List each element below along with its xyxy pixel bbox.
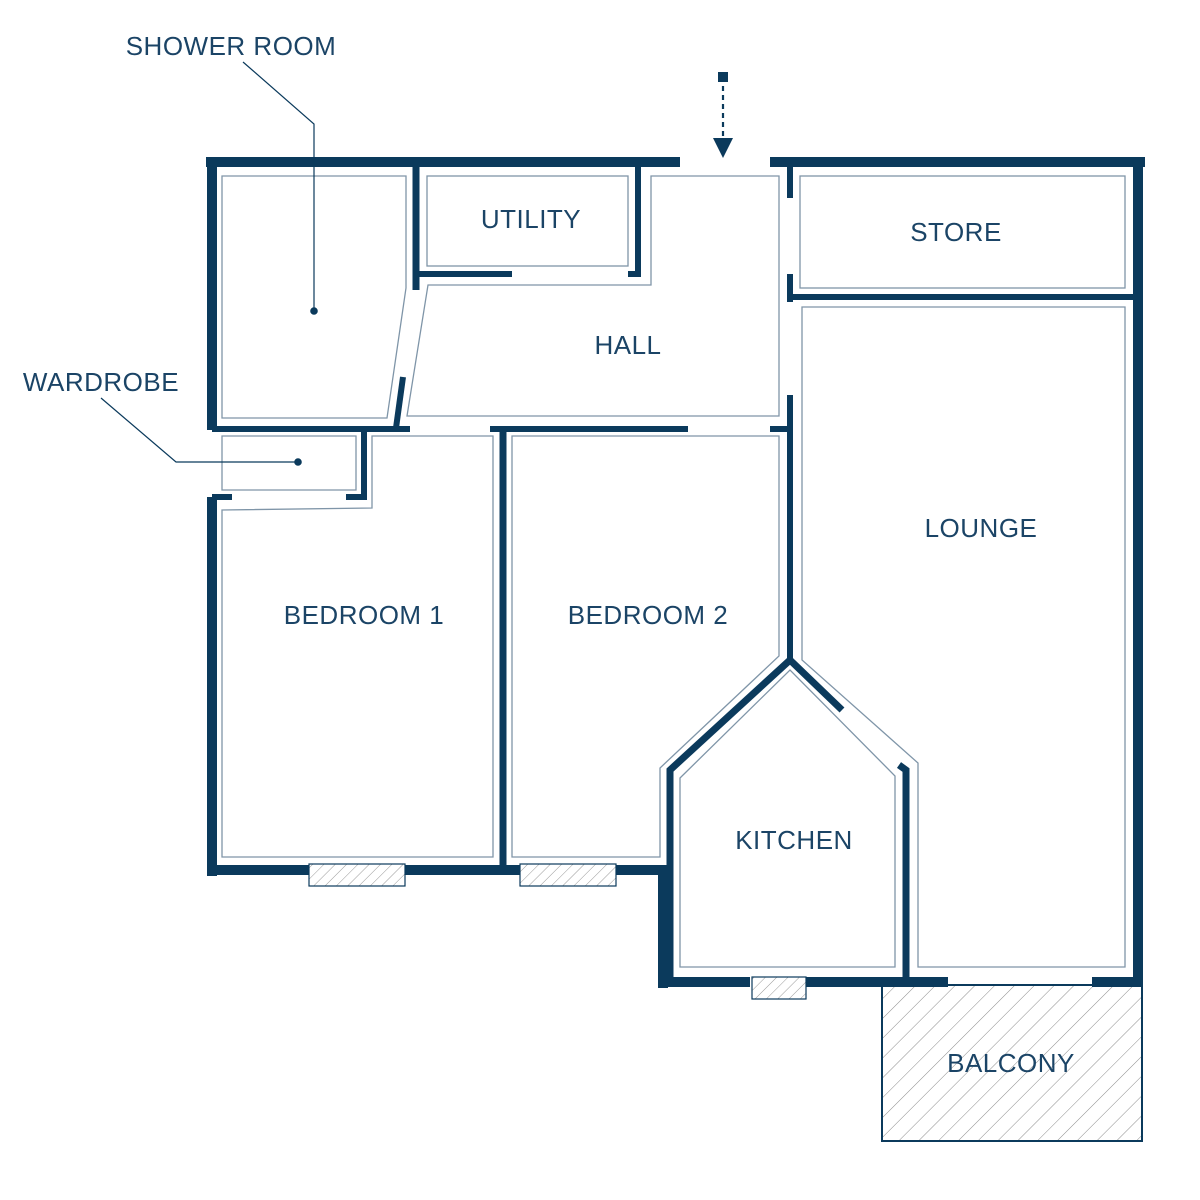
label-store: STORE [910,217,1002,247]
store-outline [799,175,1126,289]
label-utility: UTILITY [480,204,582,234]
label-wardrobe: WARDROBE [22,367,180,397]
label-shower-room: SHOWER ROOM [125,31,337,61]
shower-room-outline [221,175,407,419]
label-balcony: BALCONY [947,1048,1075,1078]
label-bedroom-2: BEDROOM 2 [567,600,729,630]
window-bedroom-1 [308,863,406,887]
window-kitchen [751,976,807,1000]
bedroom-2-outline [511,435,780,858]
wardrobe-outline [221,435,357,491]
room-outlines [221,175,1126,968]
hall-outline [406,175,780,417]
label-kitchen: KITCHEN [735,825,853,855]
walls [206,157,1145,988]
windows [308,863,807,1000]
balcony [881,984,1143,1142]
entrance-arrow-icon [713,72,733,158]
kitchen-outline [679,669,896,968]
utility-outline [426,175,629,267]
wardrobe-leader [100,397,298,463]
leader-lines [100,61,318,466]
lounge-outline [801,306,1126,968]
label-hall: HALL [594,330,662,360]
window-bedroom-2 [519,863,617,887]
bedroom-1-outline [221,435,494,858]
label-bedroom-1: BEDROOM 1 [283,600,445,630]
shower-room-leader [242,61,315,311]
label-lounge: LOUNGE [924,513,1038,543]
